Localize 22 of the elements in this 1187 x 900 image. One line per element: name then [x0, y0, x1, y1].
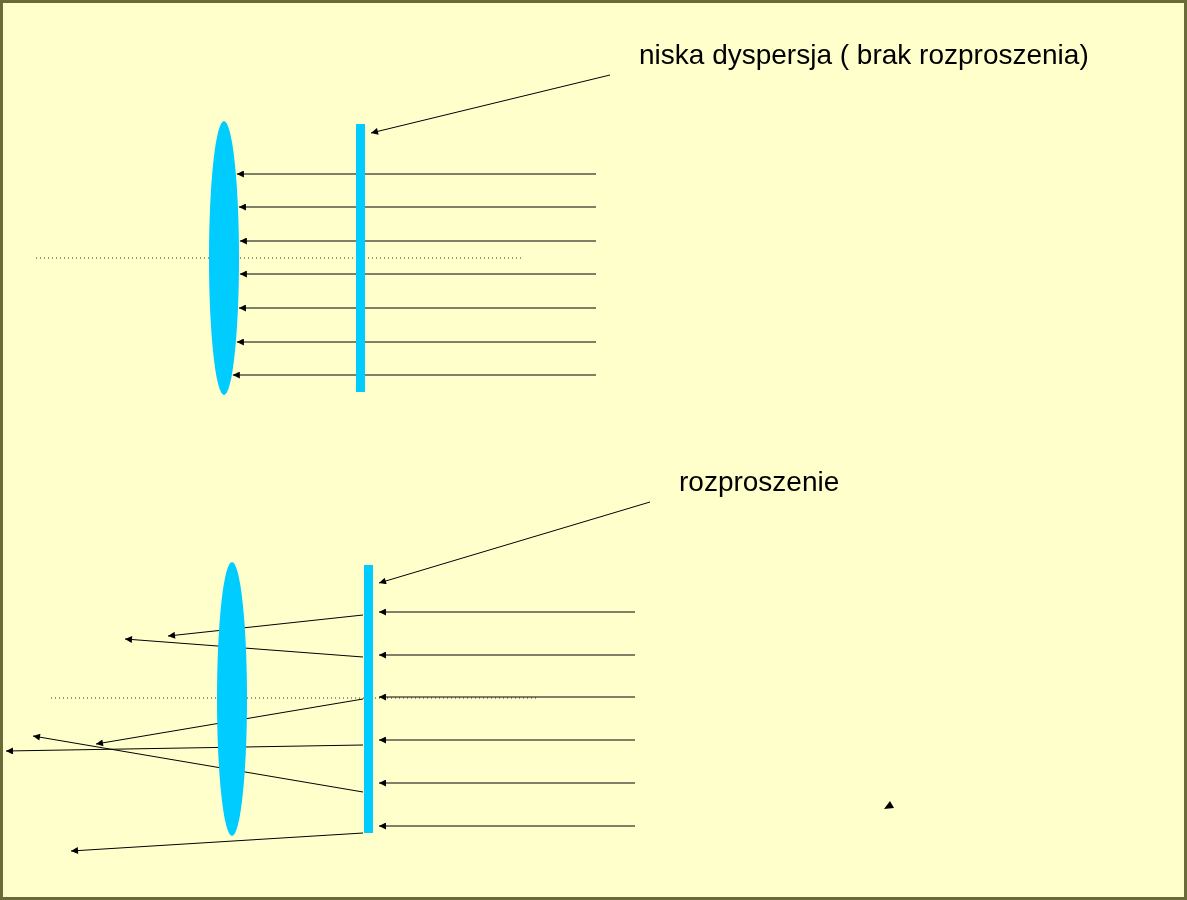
arrow [239, 270, 597, 278]
annotation-text: rozproszenie [679, 466, 841, 498]
arrow [124, 636, 364, 658]
arrow [95, 698, 364, 747]
arrow [236, 338, 597, 346]
arrow [232, 371, 597, 379]
arrow [70, 832, 364, 855]
arrow [378, 736, 636, 744]
arrow [378, 608, 636, 616]
arrow [378, 651, 636, 659]
arrow [236, 170, 597, 178]
arrow [238, 304, 597, 312]
arrow [32, 733, 364, 793]
arrow [5, 744, 364, 755]
arrow [238, 203, 597, 211]
arrow [378, 779, 636, 787]
arrow [378, 693, 636, 701]
arrow [378, 501, 651, 585]
annotation-text: niska dyspersja ( brak rozproszenia) [639, 39, 1090, 71]
arrow [378, 822, 636, 830]
arrow [239, 237, 597, 245]
arrow [370, 74, 611, 135]
